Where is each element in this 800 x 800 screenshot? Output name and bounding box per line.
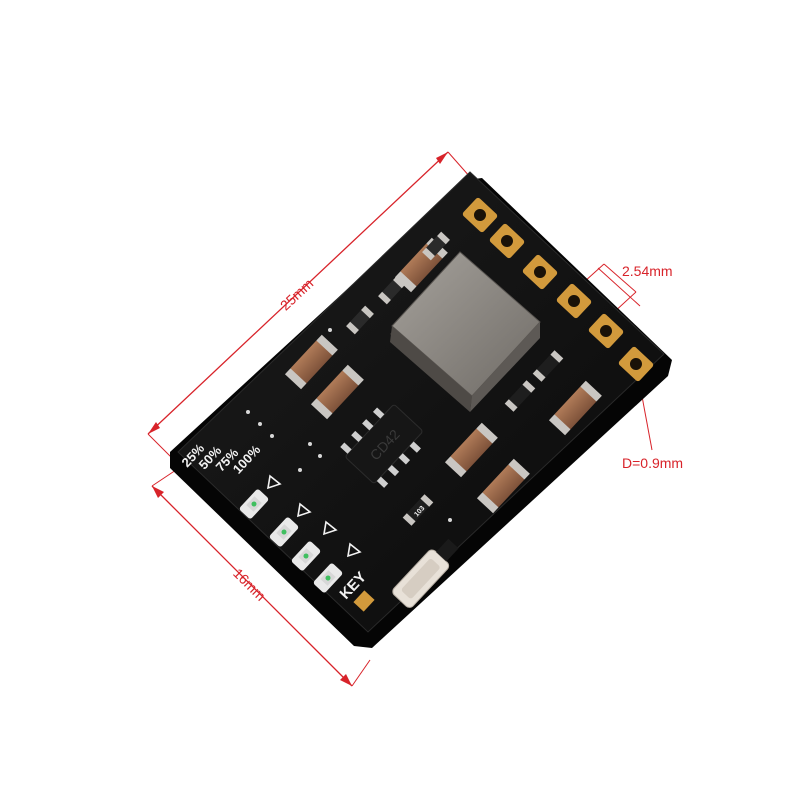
led-100 xyxy=(313,563,343,593)
hole-label: D=0.9mm xyxy=(622,455,683,471)
pcb-board: CD42 103 xyxy=(170,171,672,648)
key-switch xyxy=(353,538,459,612)
width-label: 16mm xyxy=(230,565,269,604)
resistor: 103 xyxy=(402,350,564,526)
pitch-label: 2.54mm xyxy=(622,263,673,279)
length-label: 25mm xyxy=(277,275,316,313)
status-leds xyxy=(239,489,343,593)
vias xyxy=(246,328,452,522)
triangle-markers xyxy=(266,474,362,558)
led-75 xyxy=(291,541,321,571)
pin-header-pads xyxy=(462,197,654,382)
capacitors xyxy=(284,231,602,514)
led-25 xyxy=(239,489,269,519)
led-50 xyxy=(269,517,299,547)
ic-chip: CD42 xyxy=(340,404,423,488)
inductor xyxy=(390,251,541,412)
